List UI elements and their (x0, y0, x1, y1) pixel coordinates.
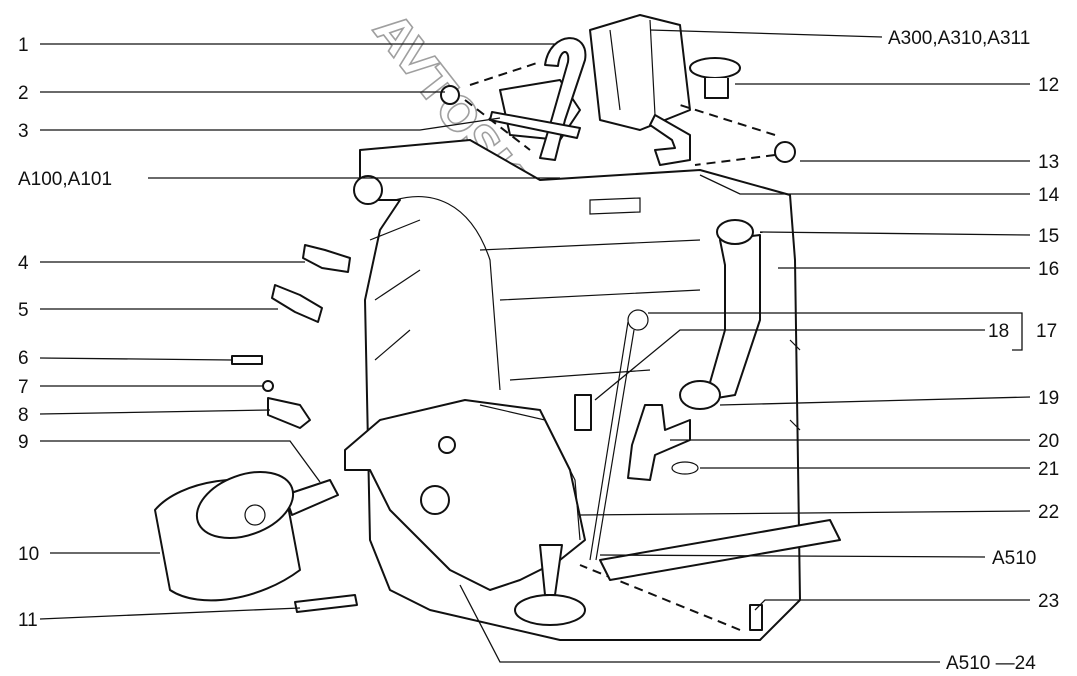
callout-14: 14 (1038, 185, 1060, 206)
drain-bolt (749, 604, 763, 631)
callout-9: 9 (18, 432, 29, 453)
callout-a510: A510 (992, 548, 1036, 569)
callout-22: 22 (1038, 502, 1059, 523)
oil-filter (154, 471, 301, 602)
coolant-temp-sensor (302, 244, 351, 273)
hose-clamp-15 (716, 219, 754, 245)
callout-20: 20 (1038, 431, 1059, 452)
dipstick (589, 309, 649, 561)
hose-clamp (774, 141, 796, 163)
callout-17: 17 (1036, 321, 1057, 342)
coolant-pipe (599, 519, 841, 581)
washer (262, 380, 274, 392)
callout-11: 11 (18, 610, 38, 631)
callout-3: 3 (18, 121, 29, 142)
callout-15: 15 (1038, 226, 1059, 247)
coolant-fitting (627, 404, 691, 481)
callout-12: 12 (1038, 75, 1059, 96)
bolt (231, 355, 263, 365)
oil-pressure-sensor (271, 284, 323, 323)
callout-23: 23 (1038, 591, 1059, 612)
callout-1: 1 (18, 35, 29, 56)
callout-10: 10 (18, 544, 39, 565)
oil-level-sensor (574, 394, 592, 431)
oil-pump (344, 399, 586, 591)
callout-a510-24: A510 —24 (946, 653, 1036, 674)
callout-7: 7 (18, 377, 29, 398)
callout-16: 16 (1038, 259, 1059, 280)
leader-lines (39, 29, 1031, 663)
oil-strainer (514, 544, 586, 626)
callout-a100-a101: A100,A101 (18, 169, 112, 190)
callout-a300-a310-a311: A300,A310,A311 (888, 28, 1030, 49)
callout-6: 6 (18, 348, 29, 369)
oil-filler-cap (689, 57, 741, 99)
hose-clamp-19 (679, 380, 721, 410)
callout-4: 4 (18, 253, 29, 274)
o-ring (671, 461, 699, 475)
speed-sensor (267, 397, 311, 429)
vent-hose (649, 114, 691, 166)
callout-21: 21 (1038, 459, 1059, 480)
callout-8: 8 (18, 405, 29, 426)
hose-clip (440, 85, 460, 105)
callout-19: 19 (1038, 388, 1059, 409)
assembly-arrow (464, 61, 776, 631)
mounting-bolt (294, 594, 358, 613)
callout-18: 18 (988, 321, 1009, 342)
callout-2: 2 (18, 83, 29, 104)
callout-5: 5 (18, 300, 29, 321)
callout-13: 13 (1038, 152, 1059, 173)
cable-tie (489, 111, 581, 139)
